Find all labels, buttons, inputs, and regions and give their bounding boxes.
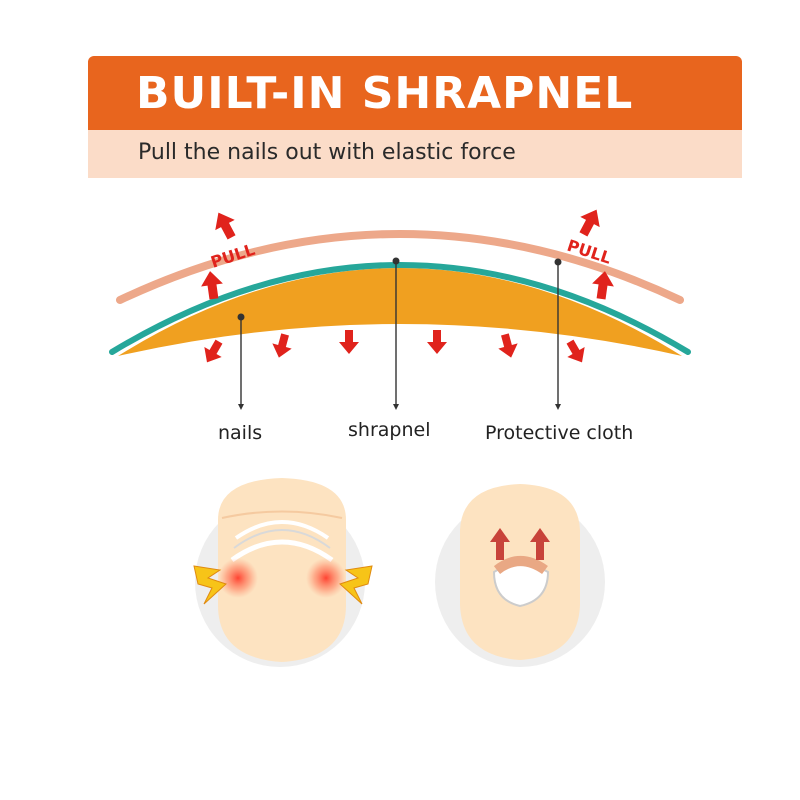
pull-label-left: PULL: [208, 240, 257, 272]
down-arrow-icon: [561, 336, 591, 368]
up-arrow-icon: [208, 207, 242, 243]
toe-icon-right: [435, 484, 605, 667]
down-arrow-icon: [339, 330, 359, 354]
cloth-layer: [116, 230, 684, 304]
label-shrapnel: shrapnel: [348, 419, 430, 441]
lightning-icon: [339, 565, 373, 605]
page-subtitle: Pull the nails out with elastic force: [138, 140, 516, 165]
down-arrow-icon: [495, 331, 521, 361]
leader-shrapnel: [392, 257, 400, 410]
shrapnel-layer: [109, 262, 691, 355]
down-arrow-icon: [427, 330, 447, 354]
title-banner: BUILT-IN SHRAPNEL: [88, 56, 742, 130]
leader-cloth: [554, 258, 562, 410]
page-title: BUILT-IN SHRAPNEL: [136, 68, 634, 119]
down-arrow-icon: [198, 336, 228, 368]
nail-layer: [118, 268, 682, 356]
label-protective-cloth: Protective cloth: [485, 422, 633, 444]
toe-icon-left: [193, 478, 373, 667]
up-arrow-icon: [490, 528, 510, 560]
lightning-icon: [193, 565, 227, 605]
up-arrow-icon: [530, 528, 550, 560]
down-arrow-icon: [269, 331, 295, 361]
subtitle-banner: Pull the nails out with elastic force: [88, 130, 742, 178]
leader-nails: [237, 313, 245, 410]
up-arrow-icon: [573, 204, 607, 240]
label-nails: nails: [218, 422, 262, 444]
